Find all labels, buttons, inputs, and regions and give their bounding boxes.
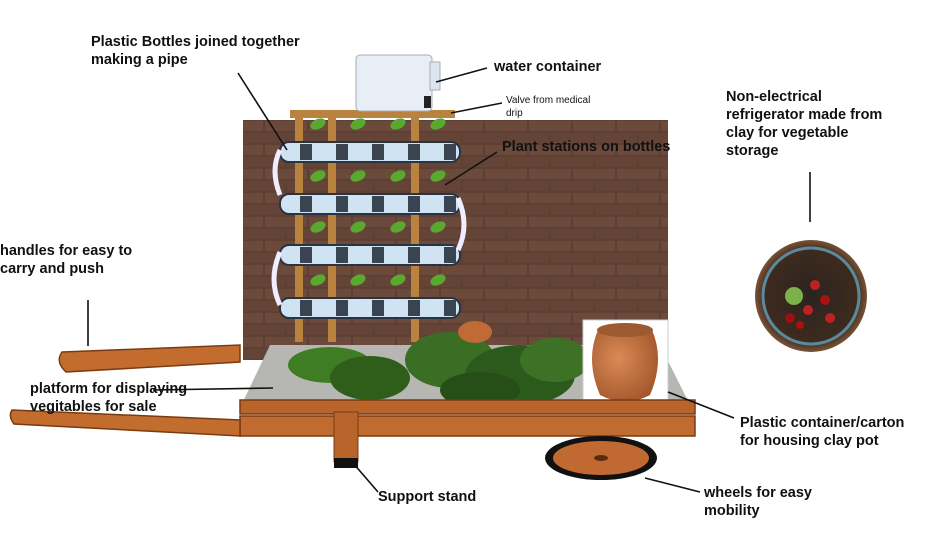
cart-bed-bottom (239, 415, 696, 437)
plant-leaf (430, 274, 446, 286)
bottle-joint (444, 144, 456, 160)
frame-post-left (295, 112, 303, 342)
plant-leaf (310, 118, 326, 130)
clay-pot-rim (597, 323, 653, 337)
bottle-joint (408, 300, 420, 316)
plant-leaf (390, 274, 406, 286)
bottle-joint (300, 300, 312, 316)
bottle-joint (444, 300, 456, 316)
bottle-joint (408, 247, 420, 263)
hose-connector (271, 148, 467, 307)
plant-leaf (350, 170, 366, 182)
bottle-joint (300, 247, 312, 263)
small-clay-pot (458, 321, 492, 343)
plant-leaf (430, 118, 446, 130)
wheel-hub (594, 455, 608, 461)
bottle-joint (336, 247, 348, 263)
bottle-joint (336, 300, 348, 316)
bottle-pipes (279, 141, 461, 319)
cart-bed-top (239, 399, 696, 415)
plant-leaf (310, 221, 326, 233)
frame-post-mid (328, 112, 336, 342)
plant-leaf (350, 274, 366, 286)
plant-leaf (430, 221, 446, 233)
plant-leaf (310, 170, 326, 182)
plant-leaf (350, 221, 366, 233)
support-stand-foot (334, 458, 358, 468)
support-stand (333, 411, 359, 463)
plant-leaf (350, 118, 366, 130)
clay-refrigerator (755, 240, 867, 352)
plant-leaves (310, 118, 446, 286)
bottle-joint (444, 196, 456, 212)
label-water-container: water container (494, 59, 602, 75)
bottle-joint (336, 196, 348, 212)
label-wheels: wheels for easy mobility (704, 485, 812, 519)
plant-leaf (390, 118, 406, 130)
frame-top-beam (290, 110, 455, 118)
label-platform: platform for displaying vegitables for s… (30, 381, 188, 415)
bottle-joint (372, 247, 384, 263)
bottle-joint (336, 144, 348, 160)
clay-pot (591, 330, 659, 402)
label-handles: handles for easy to carry and push (0, 243, 133, 277)
leader-lines (87, 67, 811, 493)
label-bottles-pipe: Plastic Bottles joined together making a… (91, 34, 300, 68)
bottle-joint (300, 144, 312, 160)
bottle-joint (408, 144, 420, 160)
label-support-stand: Support stand (378, 489, 477, 505)
bottle-joint (372, 144, 384, 160)
bottle-joint (372, 300, 384, 316)
frame-post-right (411, 112, 419, 342)
handle-upper (58, 344, 241, 373)
bottle-joint (300, 196, 312, 212)
label-plastic-container: Plastic container/carton for housing cla… (740, 415, 905, 449)
bottle-joint (372, 196, 384, 212)
label-valve: Valve from medical drip (506, 95, 591, 119)
plant-leaf (390, 221, 406, 233)
water-container (355, 54, 441, 112)
label-refrigerator: Non-electrical refrigerator made from cl… (726, 89, 883, 159)
bottle-joint (408, 196, 420, 212)
plant-leaf (310, 274, 326, 286)
stored-vegetables (785, 280, 835, 329)
plant-leaf (390, 170, 406, 182)
handle-lower (9, 409, 241, 437)
vegetables (288, 332, 590, 408)
plant-leaf (430, 170, 446, 182)
label-plant-stations: Plant stations on bottles (502, 139, 671, 155)
refrigerator-rim (761, 246, 861, 346)
bottle-joint (444, 247, 456, 263)
